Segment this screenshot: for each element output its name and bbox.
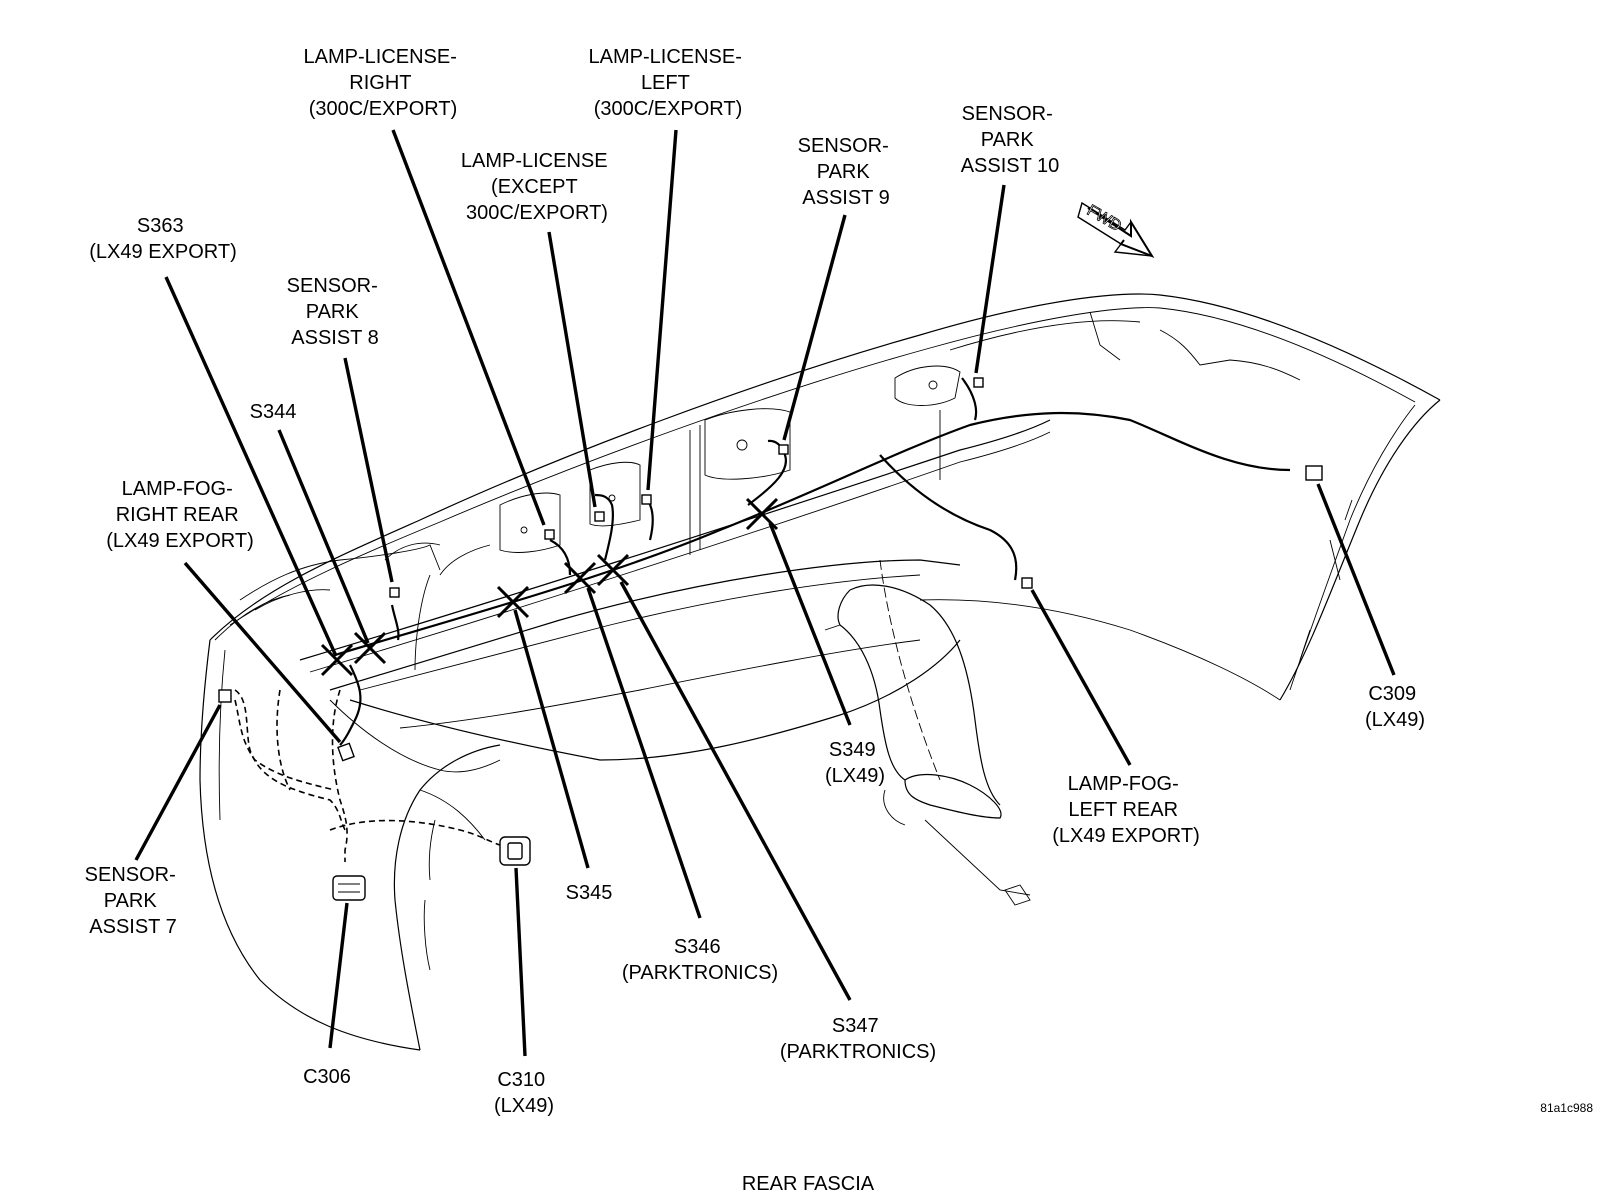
splice-s344	[353, 631, 387, 665]
rear-fascia-outline	[199, 293, 1441, 1051]
connector-c306	[332, 875, 366, 901]
connector-c309	[1305, 465, 1323, 481]
label-lamp-fog-right-rear: LAMP-FOG- RIGHT REAR (LX49 EXPORT)	[106, 478, 253, 552]
connector-lamp-license-right	[544, 529, 555, 540]
label-s347: S347 (PARKTRONICS)	[780, 1015, 936, 1063]
label-c306: C306	[303, 1066, 351, 1088]
connectors	[218, 377, 1323, 901]
label-lamp-license-right: LAMP-LICENSE- RIGHT (300C/EXPORT)	[304, 46, 463, 120]
diagram-caption: REAR FASCIA	[742, 1173, 875, 1195]
label-lamp-license-left: LAMP-LICENSE- LEFT (300C/EXPORT)	[589, 46, 748, 120]
connector-lamp-fog-right	[337, 742, 355, 762]
connector-c310	[499, 836, 531, 866]
figure-id: 81a1c988	[1540, 1101, 1593, 1115]
connector-lamp-license	[594, 511, 605, 522]
label-s346: S346 (PARKTRONICS)	[622, 936, 778, 984]
label-c309: C309 (LX49)	[1365, 683, 1425, 731]
splice-s345	[496, 585, 530, 619]
label-c310: C310 (LX49)	[494, 1069, 554, 1117]
label-sensor-park-assist-10: SENSOR- PARK ASSIST 10	[961, 103, 1060, 177]
connector-park-assist-10	[973, 377, 984, 388]
connector-park-assist-9	[778, 444, 789, 455]
label-s363: S363 (LX49 EXPORT)	[89, 215, 236, 263]
connector-park-assist-8	[389, 587, 400, 598]
fwd-arrow-icon: FWD	[1077, 202, 1155, 259]
label-s344: S344	[250, 401, 297, 423]
label-sensor-park-assist-9: SENSOR- PARK ASSIST 9	[798, 135, 895, 209]
label-s349: S349 (LX49)	[825, 739, 885, 787]
label-lamp-license: LAMP-LICENSE (EXCEPT 300C/EXPORT)	[461, 150, 613, 224]
label-lamp-fog-left-rear: LAMP-FOG- LEFT REAR (LX49 EXPORT)	[1052, 773, 1199, 847]
splice-s347	[596, 553, 630, 587]
label-sensor-park-assist-8: SENSOR- PARK ASSIST 8	[287, 275, 384, 349]
connector-park-assist-7	[218, 689, 232, 703]
splice-s349	[745, 497, 779, 531]
wiring-harness	[234, 377, 1291, 862]
leader-lines	[134, 129, 1396, 1057]
connector-lamp-license-left	[641, 494, 652, 505]
label-sensor-park-assist-7: SENSOR- PARK ASSIST 7	[85, 864, 182, 938]
label-s345: S345	[566, 882, 613, 904]
splice-marks	[320, 497, 779, 677]
splice-s346	[563, 561, 597, 595]
splice-s363	[320, 643, 354, 677]
callout-labels: LAMP-LICENSE- RIGHT (300C/EXPORT) LAMP-L…	[85, 46, 1425, 1117]
connector-lamp-fog-left	[1021, 577, 1033, 589]
